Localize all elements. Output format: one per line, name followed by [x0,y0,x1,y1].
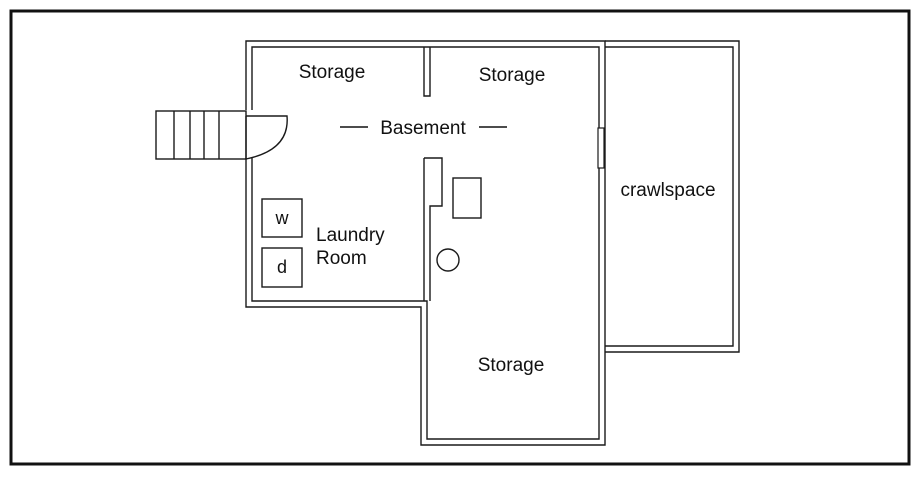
crawlspace-label: crawlspace [620,180,715,201]
washer-label: w [275,208,290,228]
laundry-room-label-line2: Room [316,248,367,269]
laundry-room-label-line1: Laundry [316,225,385,246]
utility-box [452,177,482,219]
storage-top-right-label: Storage [479,65,546,86]
basement-label: Basement [380,118,466,139]
stair-opening [243,110,255,158]
interior-partitions [423,47,443,301]
washer: w [261,198,303,238]
exterior-walls [245,40,606,446]
storage-top-left-label: Storage [299,62,366,83]
diagram-frame [9,9,911,466]
crawlspace-walls [597,40,740,353]
dryer-label: d [277,257,287,277]
staircase [155,110,288,160]
water-heater-circle [436,248,460,272]
dryer: d [261,247,303,288]
storage-bottom-label: Storage [478,355,545,376]
